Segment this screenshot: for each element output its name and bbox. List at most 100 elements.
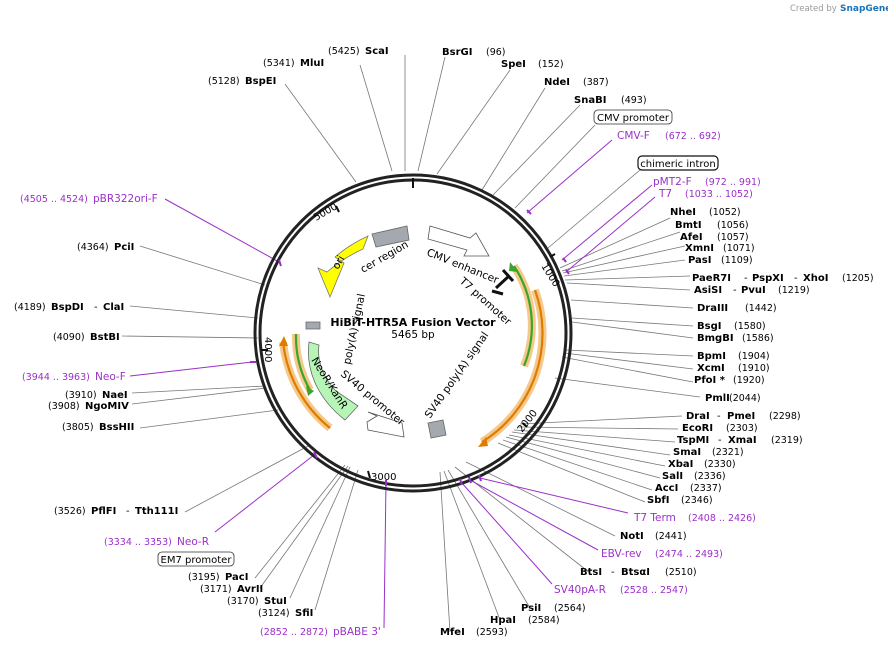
site-smai[interactable]: SmaI(2321) <box>673 447 744 458</box>
site-xmni[interactable]: XmnI(1071) <box>685 243 755 254</box>
site-btsi-name: BtsI <box>580 567 602 578</box>
site-btsi-btsai[interactable]: BtsI - BtsαI (2510) <box>580 567 697 578</box>
site-bsshii-name: BssHII <box>99 422 134 433</box>
primer-t7-term[interactable]: T7 Term(2408 .. 2426) <box>633 512 756 524</box>
chimeric-intron-box[interactable]: chimeric intron <box>637 155 719 171</box>
site-btsi-pos: (2510) <box>665 567 697 578</box>
site-bmti-name: BmtI <box>675 220 702 231</box>
primer-sv40pa-r[interactable]: SV40pA-R(2528 .. 2547) <box>554 584 688 596</box>
cer-region-feature[interactable] <box>371 225 410 248</box>
site-bspdi-clai[interactable]: (4189) BspDI - ClaI <box>14 302 124 313</box>
site-draiii[interactable]: DraIII(1442) <box>697 303 777 314</box>
site-bspei-name: BspEI <box>245 76 276 87</box>
primer-ticks <box>250 209 570 486</box>
primer-neo-r[interactable]: (3334 .. 3353)Neo-R <box>104 536 209 548</box>
primer-ebv-rev[interactable]: EBV-rev(2474 .. 2493) <box>601 548 723 560</box>
site-psii[interactable]: PsiI(2564) <box>521 603 586 614</box>
cds-left-green-arrowhead <box>306 386 314 396</box>
site-snabi-name: SnaBI <box>574 95 606 106</box>
site-ndei[interactable]: NdeI(387) <box>544 77 609 88</box>
site-pasi[interactable]: PasI(1109) <box>688 255 753 266</box>
sv40-promoter-arrow[interactable] <box>366 411 405 438</box>
tick-label-4000: 4000 <box>262 337 273 362</box>
site-paer7i-pspxi-xhoi[interactable]: PaeR7I - PspXI - XhoI (1205) <box>692 273 874 284</box>
em7-promoter-box[interactable]: EM7 promoter <box>157 551 235 567</box>
site-ngomiv[interactable]: (3908)NgoMIV <box>48 401 129 412</box>
primer-t7[interactable]: T7(1033 .. 1052) <box>658 188 753 200</box>
site-ecori-name: EcoRI <box>682 423 713 434</box>
site-bspei[interactable]: (5128)BspEI <box>208 76 276 87</box>
site-bmgbi[interactable]: BmgBI(1586) <box>697 333 774 344</box>
primer-pbabe-3[interactable]: (2852 .. 2872)pBABE 3' <box>260 626 381 638</box>
primer-ebv-rev-pos: (2474 .. 2493) <box>655 549 723 560</box>
site-sfii[interactable]: (3124)SfiI <box>258 608 313 619</box>
site-naei-name: NaeI <box>102 390 128 401</box>
site-avrii[interactable]: (3171)AvrII <box>200 584 263 595</box>
primer-neo-f[interactable]: (3944 .. 3963)Neo-F <box>22 371 126 383</box>
site-scai[interactable]: (5425)ScaI <box>328 46 389 57</box>
site-bmti[interactable]: BmtI(1056) <box>675 220 749 231</box>
site-pfoi[interactable]: PfoI *(1920) <box>694 375 765 386</box>
site-pvui-name: PvuI <box>741 285 766 296</box>
site-stui[interactable]: (3170)StuI <box>227 596 287 607</box>
site-naei[interactable]: (3910)NaeI <box>65 390 128 401</box>
site-bsshii[interactable]: (3805)BssHII <box>62 422 134 433</box>
site-drai-pmei[interactable]: DraI - PmeI (2298) <box>686 411 801 422</box>
plasmid-size: 5465 bp <box>391 329 435 341</box>
site-xcmi[interactable]: XcmI(1910) <box>697 363 770 374</box>
site-scai-pos: (5425) <box>328 46 360 57</box>
site-sali[interactable]: SalI(2336) <box>662 471 726 482</box>
site-paer7i-sep1: - <box>744 273 748 284</box>
site-bspdi-pos: (4189) <box>14 302 46 313</box>
site-paci[interactable]: (3195)PacI <box>188 572 248 583</box>
site-afei[interactable]: AfeI(1057) <box>680 232 749 243</box>
site-noti-pos: (2441) <box>655 531 687 542</box>
cmv-promoter-box[interactable]: CMV promoter <box>593 109 673 125</box>
site-spei[interactable]: SpeI(152) <box>501 59 564 70</box>
site-nhei[interactable]: NheI(1052) <box>670 207 741 218</box>
ori-feature-arrow[interactable] <box>317 235 369 299</box>
site-bsgi[interactable]: BsgI(1580) <box>697 321 766 332</box>
site-pcii[interactable]: (4364)PciI <box>77 242 134 253</box>
site-sbfi[interactable]: SbfI(2346) <box>647 495 713 506</box>
sv40-polya-feature[interactable] <box>427 419 447 439</box>
site-acci[interactable]: AccI(2337) <box>655 483 722 494</box>
t7-promoter-marker[interactable] <box>491 268 515 296</box>
primer-pmt2-f-pos: (972 .. 991) <box>705 177 761 188</box>
site-xhoi-name: XhoI <box>803 273 828 284</box>
brand-snapgene[interactable]: SnapGene <box>840 4 888 14</box>
em7-promoter-box-label: EM7 promoter <box>161 555 233 566</box>
site-tspmi-xmai[interactable]: TspMI - XmaI (2319) <box>677 435 803 446</box>
site-ecori[interactable]: EcoRI(2303) <box>682 423 758 434</box>
site-bstbi[interactable]: (4090)BstBI <box>53 332 120 343</box>
site-mfei[interactable]: MfeI(2593) <box>440 627 508 638</box>
site-afei-name: AfeI <box>680 232 703 243</box>
site-drai-name: DraI <box>686 411 710 422</box>
site-bsrgi-name: BsrGI <box>442 47 472 58</box>
primer-cmv-f[interactable]: CMV-F(672 .. 692) <box>617 130 721 142</box>
site-pfoi-name: PfoI * <box>694 375 726 386</box>
neo-kanr-feature[interactable] <box>308 341 359 421</box>
cds-orange-arrow[interactable] <box>481 289 544 443</box>
site-snabi[interactable]: SnaBI(493) <box>574 95 647 106</box>
site-xcmi-pos: (1910) <box>738 363 770 374</box>
site-bpmi[interactable]: BpmI(1904) <box>697 351 770 362</box>
site-pmli[interactable]: PmlI(2044) <box>705 393 761 404</box>
cds-left-green-arrow[interactable] <box>294 333 311 391</box>
cmv-enhancer-arrow[interactable] <box>427 225 490 257</box>
primer-neo-f-label: Neo-F <box>95 371 126 383</box>
site-noti[interactable]: NotI(2441) <box>620 531 687 542</box>
site-pflfi-tth111i[interactable]: (3526) PflFI - Tth111I <box>54 506 178 517</box>
primer-pmt2-f[interactable]: pMT2-F(972 .. 991) <box>653 176 761 188</box>
cds-left-orange-arrow[interactable] <box>281 341 331 429</box>
cds-green-arrow[interactable] <box>513 265 533 367</box>
site-sbfi-name: SbfI <box>647 495 669 506</box>
site-mlui[interactable]: (5341)MluI <box>263 58 324 69</box>
site-clai-name: ClaI <box>103 302 124 313</box>
site-hpai[interactable]: HpaI(2584) <box>490 615 560 626</box>
site-asisi-pvui[interactable]: AsiSI - PvuI (1219) <box>694 285 810 296</box>
sv40-polya-left-feature[interactable] <box>305 321 321 330</box>
site-xbai[interactable]: XbaI(2330) <box>668 459 736 470</box>
site-bsrgi[interactable]: BsrGI(96) <box>442 47 506 58</box>
primer-pbr322ori-f[interactable]: (4505 .. 4524)pBR322ori-F <box>20 193 158 205</box>
